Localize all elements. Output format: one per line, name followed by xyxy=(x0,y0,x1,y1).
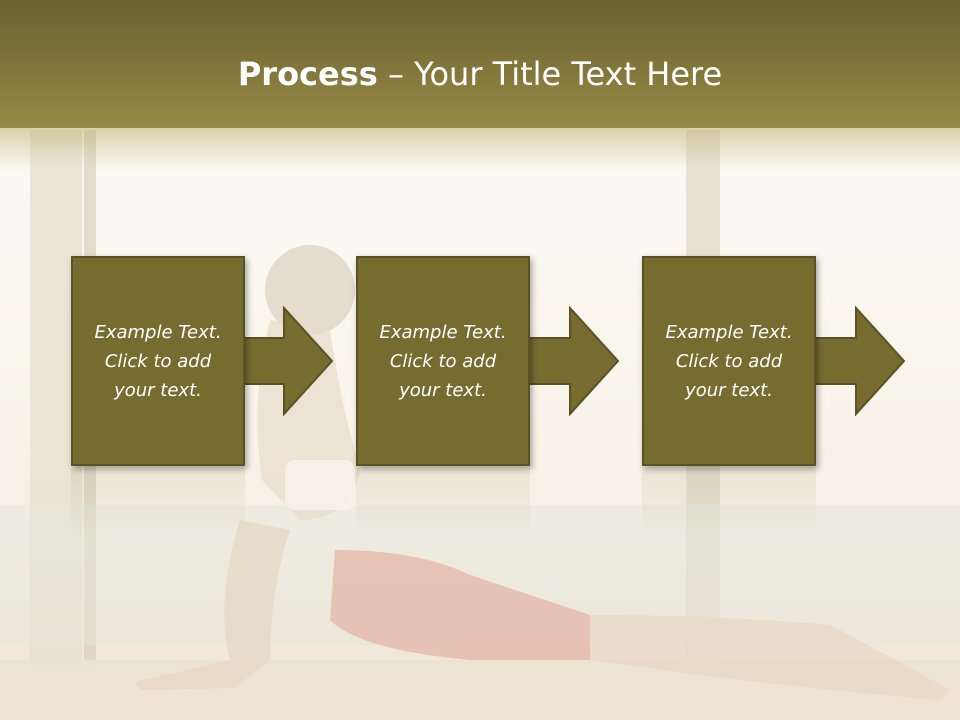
arrow-right-icon xyxy=(520,306,620,416)
title-rest: – Your Title Text Here xyxy=(377,55,723,93)
slide-title[interactable]: Process – Your Title Text Here xyxy=(0,52,960,96)
step-text: Example Text. Click to add your text. xyxy=(665,321,793,401)
arrow-right-icon xyxy=(234,306,334,416)
title-bar-fade xyxy=(0,128,960,168)
step-text: Example Text. Click to add your text. xyxy=(94,321,222,401)
title-bold: Process xyxy=(237,55,378,93)
title-bar xyxy=(0,0,960,128)
process-step-2[interactable]: Example Text. Click to add your text. xyxy=(356,256,530,466)
step-reflection xyxy=(642,468,816,538)
step-text: Example Text. Click to add your text. xyxy=(379,321,507,401)
step-reflection xyxy=(356,468,530,538)
arrow-right-icon xyxy=(806,306,906,416)
process-step-3[interactable]: Example Text. Click to add your text. xyxy=(642,256,816,466)
step-reflection xyxy=(71,468,245,538)
process-step-1[interactable]: Example Text. Click to add your text. xyxy=(71,256,245,466)
